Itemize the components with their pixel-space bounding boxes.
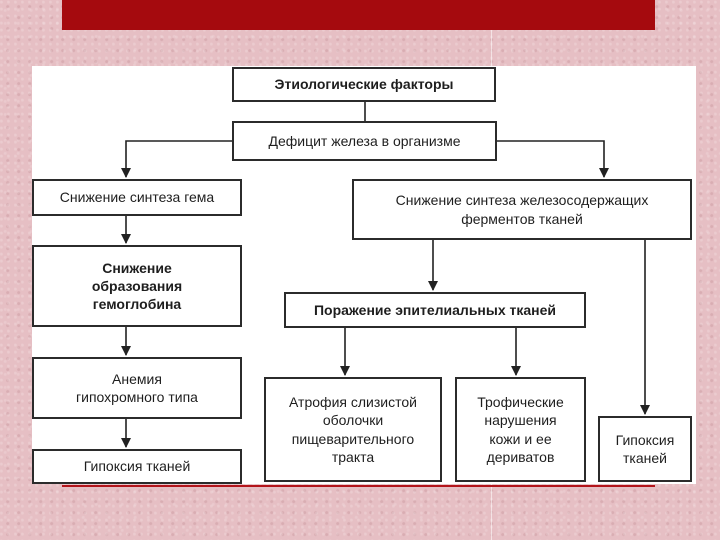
node-trophic-label: Трофические нарушения кожи и ее деривато… bbox=[477, 394, 564, 465]
edge-iron-deficit-enzyme-synthesis bbox=[497, 140, 609, 178]
node-heme-synthesis-label: Снижение синтеза гема bbox=[59, 189, 215, 206]
node-hemoglobin: Снижение образования гемоглобина bbox=[32, 245, 242, 327]
node-hemoglobin-label: Снижение образования гемоглобина bbox=[91, 259, 183, 313]
node-atrophy: Атрофия слизистой оболочки пищеварительн… bbox=[264, 377, 442, 482]
node-epithelial-label: Поражение эпителиальных тканей bbox=[313, 301, 557, 318]
node-etiology-label: Этиологические факторы bbox=[274, 76, 454, 93]
node-hypoxia-left: Гипоксия тканей bbox=[32, 449, 242, 484]
title-bar bbox=[62, 0, 655, 30]
node-hypoxia-left-label: Гипоксия тканей bbox=[83, 458, 191, 475]
node-enzyme-synthesis-label: Снижение синтеза железосодержащих фермен… bbox=[395, 192, 649, 227]
node-atrophy-label: Атрофия слизистой оболочки пищеварительн… bbox=[289, 394, 417, 465]
node-anemia: Анемия гипохромного типа bbox=[32, 357, 242, 419]
node-anemia-label: Анемия гипохромного типа bbox=[76, 370, 198, 405]
node-heme-synthesis: Снижение синтеза гема bbox=[32, 179, 242, 216]
node-hypoxia-right: Гипоксия тканей bbox=[598, 416, 692, 482]
node-enzyme-synthesis: Снижение синтеза железосодержащих фермен… bbox=[352, 179, 692, 240]
node-iron-deficit-label: Дефицит железа в организме bbox=[268, 132, 461, 149]
edge-iron-deficit-heme-synthesis bbox=[121, 140, 232, 178]
node-epithelial: Поражение эпителиальных тканей bbox=[284, 292, 586, 328]
node-iron-deficit: Дефицит железа в организме bbox=[232, 121, 497, 161]
node-trophic: Трофические нарушения кожи и ее деривато… bbox=[455, 377, 586, 482]
bottom-divider bbox=[62, 485, 655, 487]
node-hypoxia-right-label: Гипоксия тканей bbox=[615, 431, 675, 466]
node-etiology: Этиологические факторы bbox=[232, 67, 496, 102]
